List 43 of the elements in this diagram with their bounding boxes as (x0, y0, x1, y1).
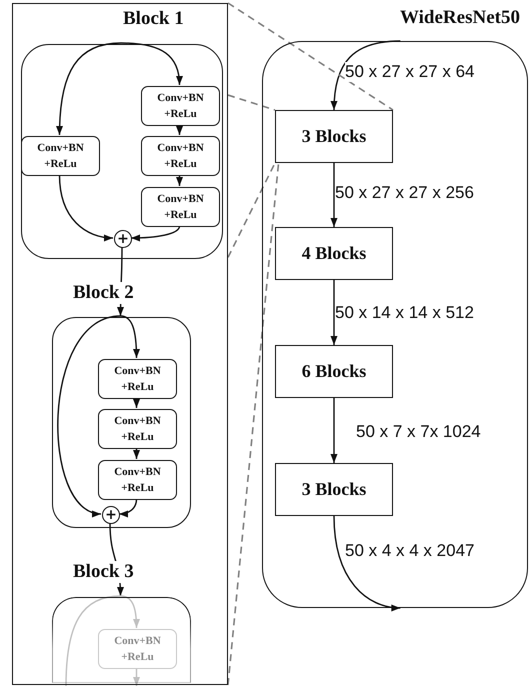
layer-box: Conv+BN +ReLu (98, 409, 177, 449)
arrow (330, 40, 400, 110)
layer-box: Conv+BN +ReLu (98, 629, 177, 669)
arrow (133, 668, 140, 686)
arrow (330, 163, 338, 227)
layer-box: Conv+BN +ReLu (141, 136, 220, 176)
stage-box: 3 Blocks (275, 110, 393, 163)
arrow (56, 42, 122, 136)
zoom-line (228, 2, 394, 111)
arrow (120, 42, 183, 86)
layer-box: Conv+BN +ReLu (98, 359, 177, 399)
group-title: Block 3 (73, 561, 134, 583)
zoom-line (228, 94, 276, 111)
group-title: Block 2 (73, 282, 134, 304)
arrow (131, 226, 180, 242)
arrow (176, 175, 183, 186)
zoom-line (227, 162, 280, 686)
edge-label: 50 x 27 x 27 x 64 (345, 62, 474, 82)
arrow (133, 398, 140, 408)
arrow (333, 516, 400, 611)
network-group (262, 7, 528, 608)
arrow (118, 498, 138, 518)
arrow (330, 280, 338, 345)
layer-box: Conv+BN +ReLu (98, 460, 177, 500)
layer-box: Conv+BN +ReLu (141, 187, 220, 227)
arrow (176, 125, 183, 135)
layer-box: Conv+BN +ReLu (21, 136, 100, 176)
layer-box: Conv+BN +ReLu (141, 86, 220, 126)
zoom-line (227, 162, 276, 258)
arrow (330, 398, 338, 463)
arrow (133, 448, 140, 459)
frame-box (12, 3, 228, 685)
stage-box: 3 Blocks (275, 463, 393, 516)
stage-box: 4 Blocks (275, 227, 393, 280)
arrow (120, 315, 140, 358)
sum-circle: + (114, 230, 132, 248)
arrow (58, 174, 114, 241)
stage-box: 6 Blocks (275, 345, 393, 398)
block-group (21, 8, 223, 259)
arrow (120, 595, 140, 628)
connector-line (65, 595, 121, 686)
sum-circle: + (102, 506, 120, 524)
arrow (57, 315, 121, 515)
